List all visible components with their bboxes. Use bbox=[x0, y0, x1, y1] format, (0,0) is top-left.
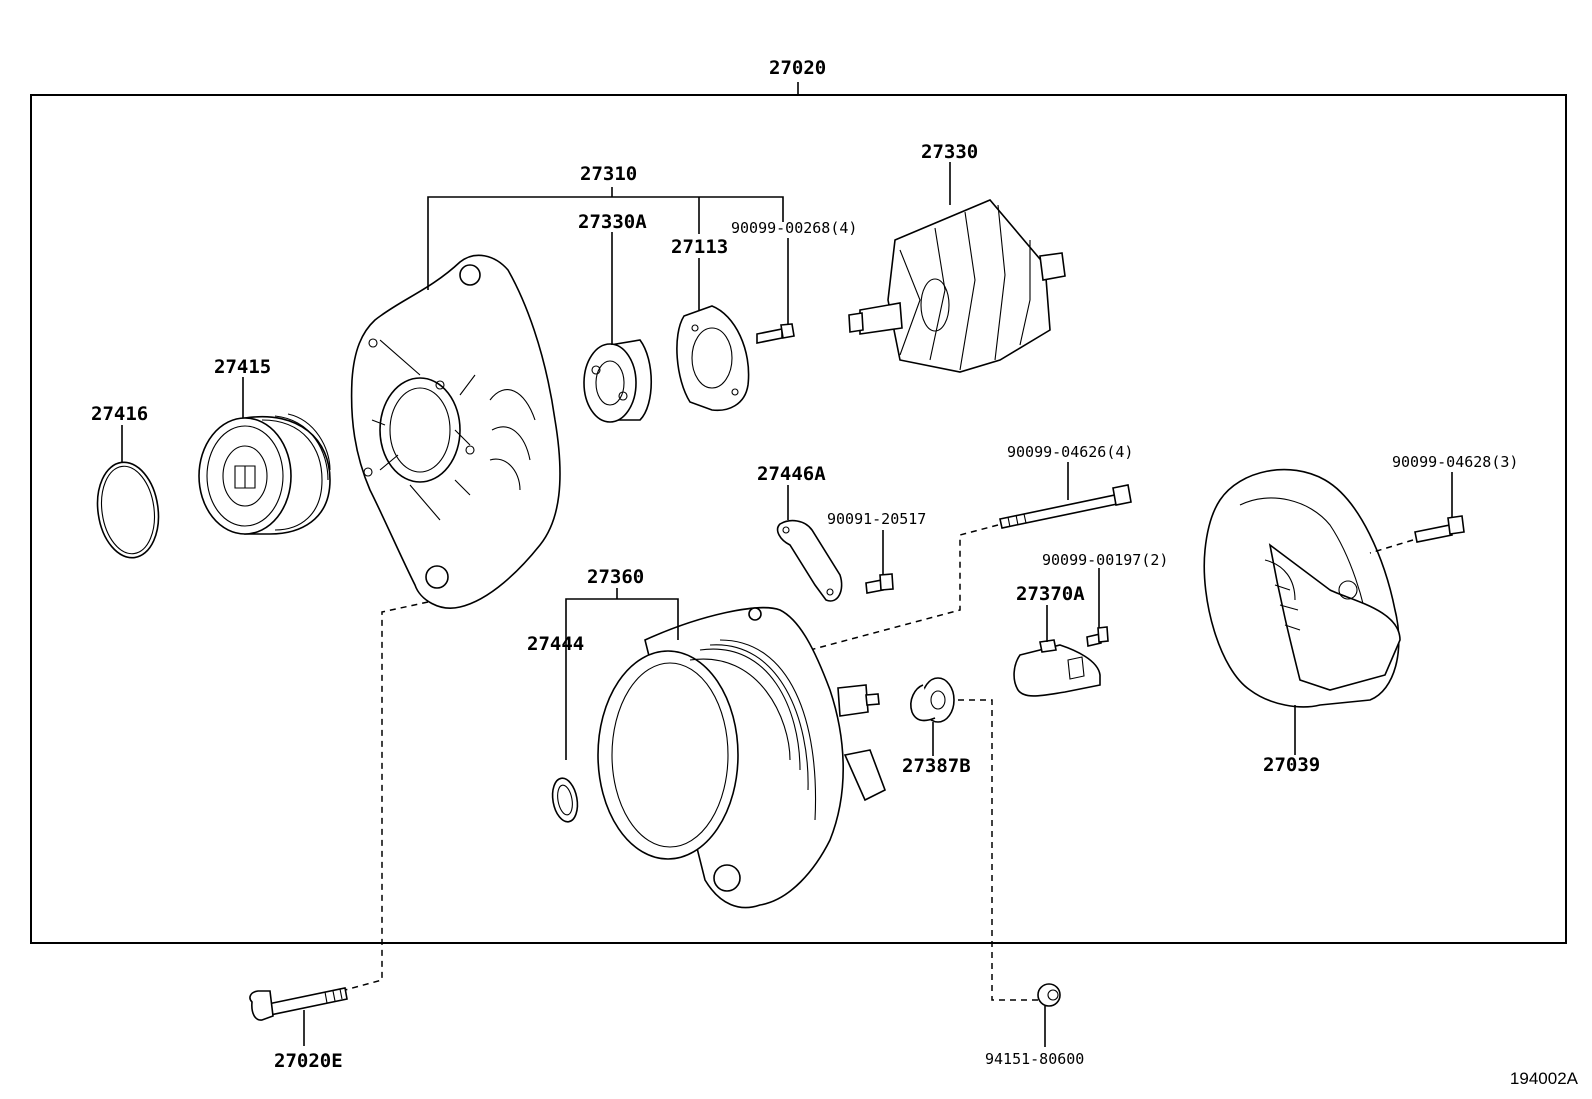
rear-cover-27039 bbox=[1203, 468, 1401, 708]
drive-end-frame-27310 bbox=[350, 254, 561, 609]
label-27446A: 27446A bbox=[757, 463, 826, 485]
label-27113: 27113 bbox=[671, 236, 728, 258]
label-27020E: 27020E bbox=[274, 1050, 343, 1072]
label-27370A: 27370A bbox=[1016, 583, 1085, 605]
nut-94151-80600 bbox=[1037, 983, 1061, 1007]
label-27444: 27444 bbox=[527, 633, 584, 655]
bolt-90099-04628 bbox=[1414, 515, 1465, 543]
label-27310: 27310 bbox=[580, 163, 637, 185]
label-90099-00268: 90099-00268(4) bbox=[731, 219, 857, 237]
pulley-27415 bbox=[198, 413, 331, 535]
washer-27444 bbox=[551, 777, 579, 823]
label-27416: 27416 bbox=[91, 403, 148, 425]
label-27020: 27020 bbox=[769, 57, 826, 79]
label-90099-04628: 90099-04628(3) bbox=[1392, 453, 1518, 471]
screw-90091-20517 bbox=[865, 573, 894, 594]
bolt-90099-04626 bbox=[999, 484, 1132, 529]
insulator-27387B bbox=[910, 677, 955, 723]
label-27039: 27039 bbox=[1263, 754, 1320, 776]
rectifier-end-frame-27360 bbox=[597, 606, 887, 909]
ring-27416 bbox=[96, 461, 160, 559]
plate-27446A bbox=[776, 519, 843, 602]
bolt-27020E bbox=[249, 987, 348, 1021]
label-90099-04626: 90099-04626(4) bbox=[1007, 443, 1133, 461]
label-27360: 27360 bbox=[587, 566, 644, 588]
figure-id: 194002A bbox=[1509, 1069, 1578, 1088]
label-27387B: 27387B bbox=[902, 755, 971, 777]
label-90099-00197: 90099-00197(2) bbox=[1042, 551, 1168, 569]
bearing-27330A bbox=[583, 339, 653, 423]
label-90091-20517: 90091-20517 bbox=[827, 510, 926, 528]
label-27330: 27330 bbox=[921, 141, 978, 163]
label-94151-80600: 94151-80600 bbox=[985, 1050, 1084, 1068]
screw-90099-00268 bbox=[756, 323, 795, 344]
retainer-27113 bbox=[676, 305, 750, 412]
label-27415: 27415 bbox=[214, 356, 271, 378]
screw-90099-00197 bbox=[1086, 626, 1109, 647]
brush-holder-27370A bbox=[1013, 639, 1101, 697]
rotor-27330 bbox=[848, 199, 1066, 373]
label-27330A: 27330A bbox=[578, 211, 647, 233]
